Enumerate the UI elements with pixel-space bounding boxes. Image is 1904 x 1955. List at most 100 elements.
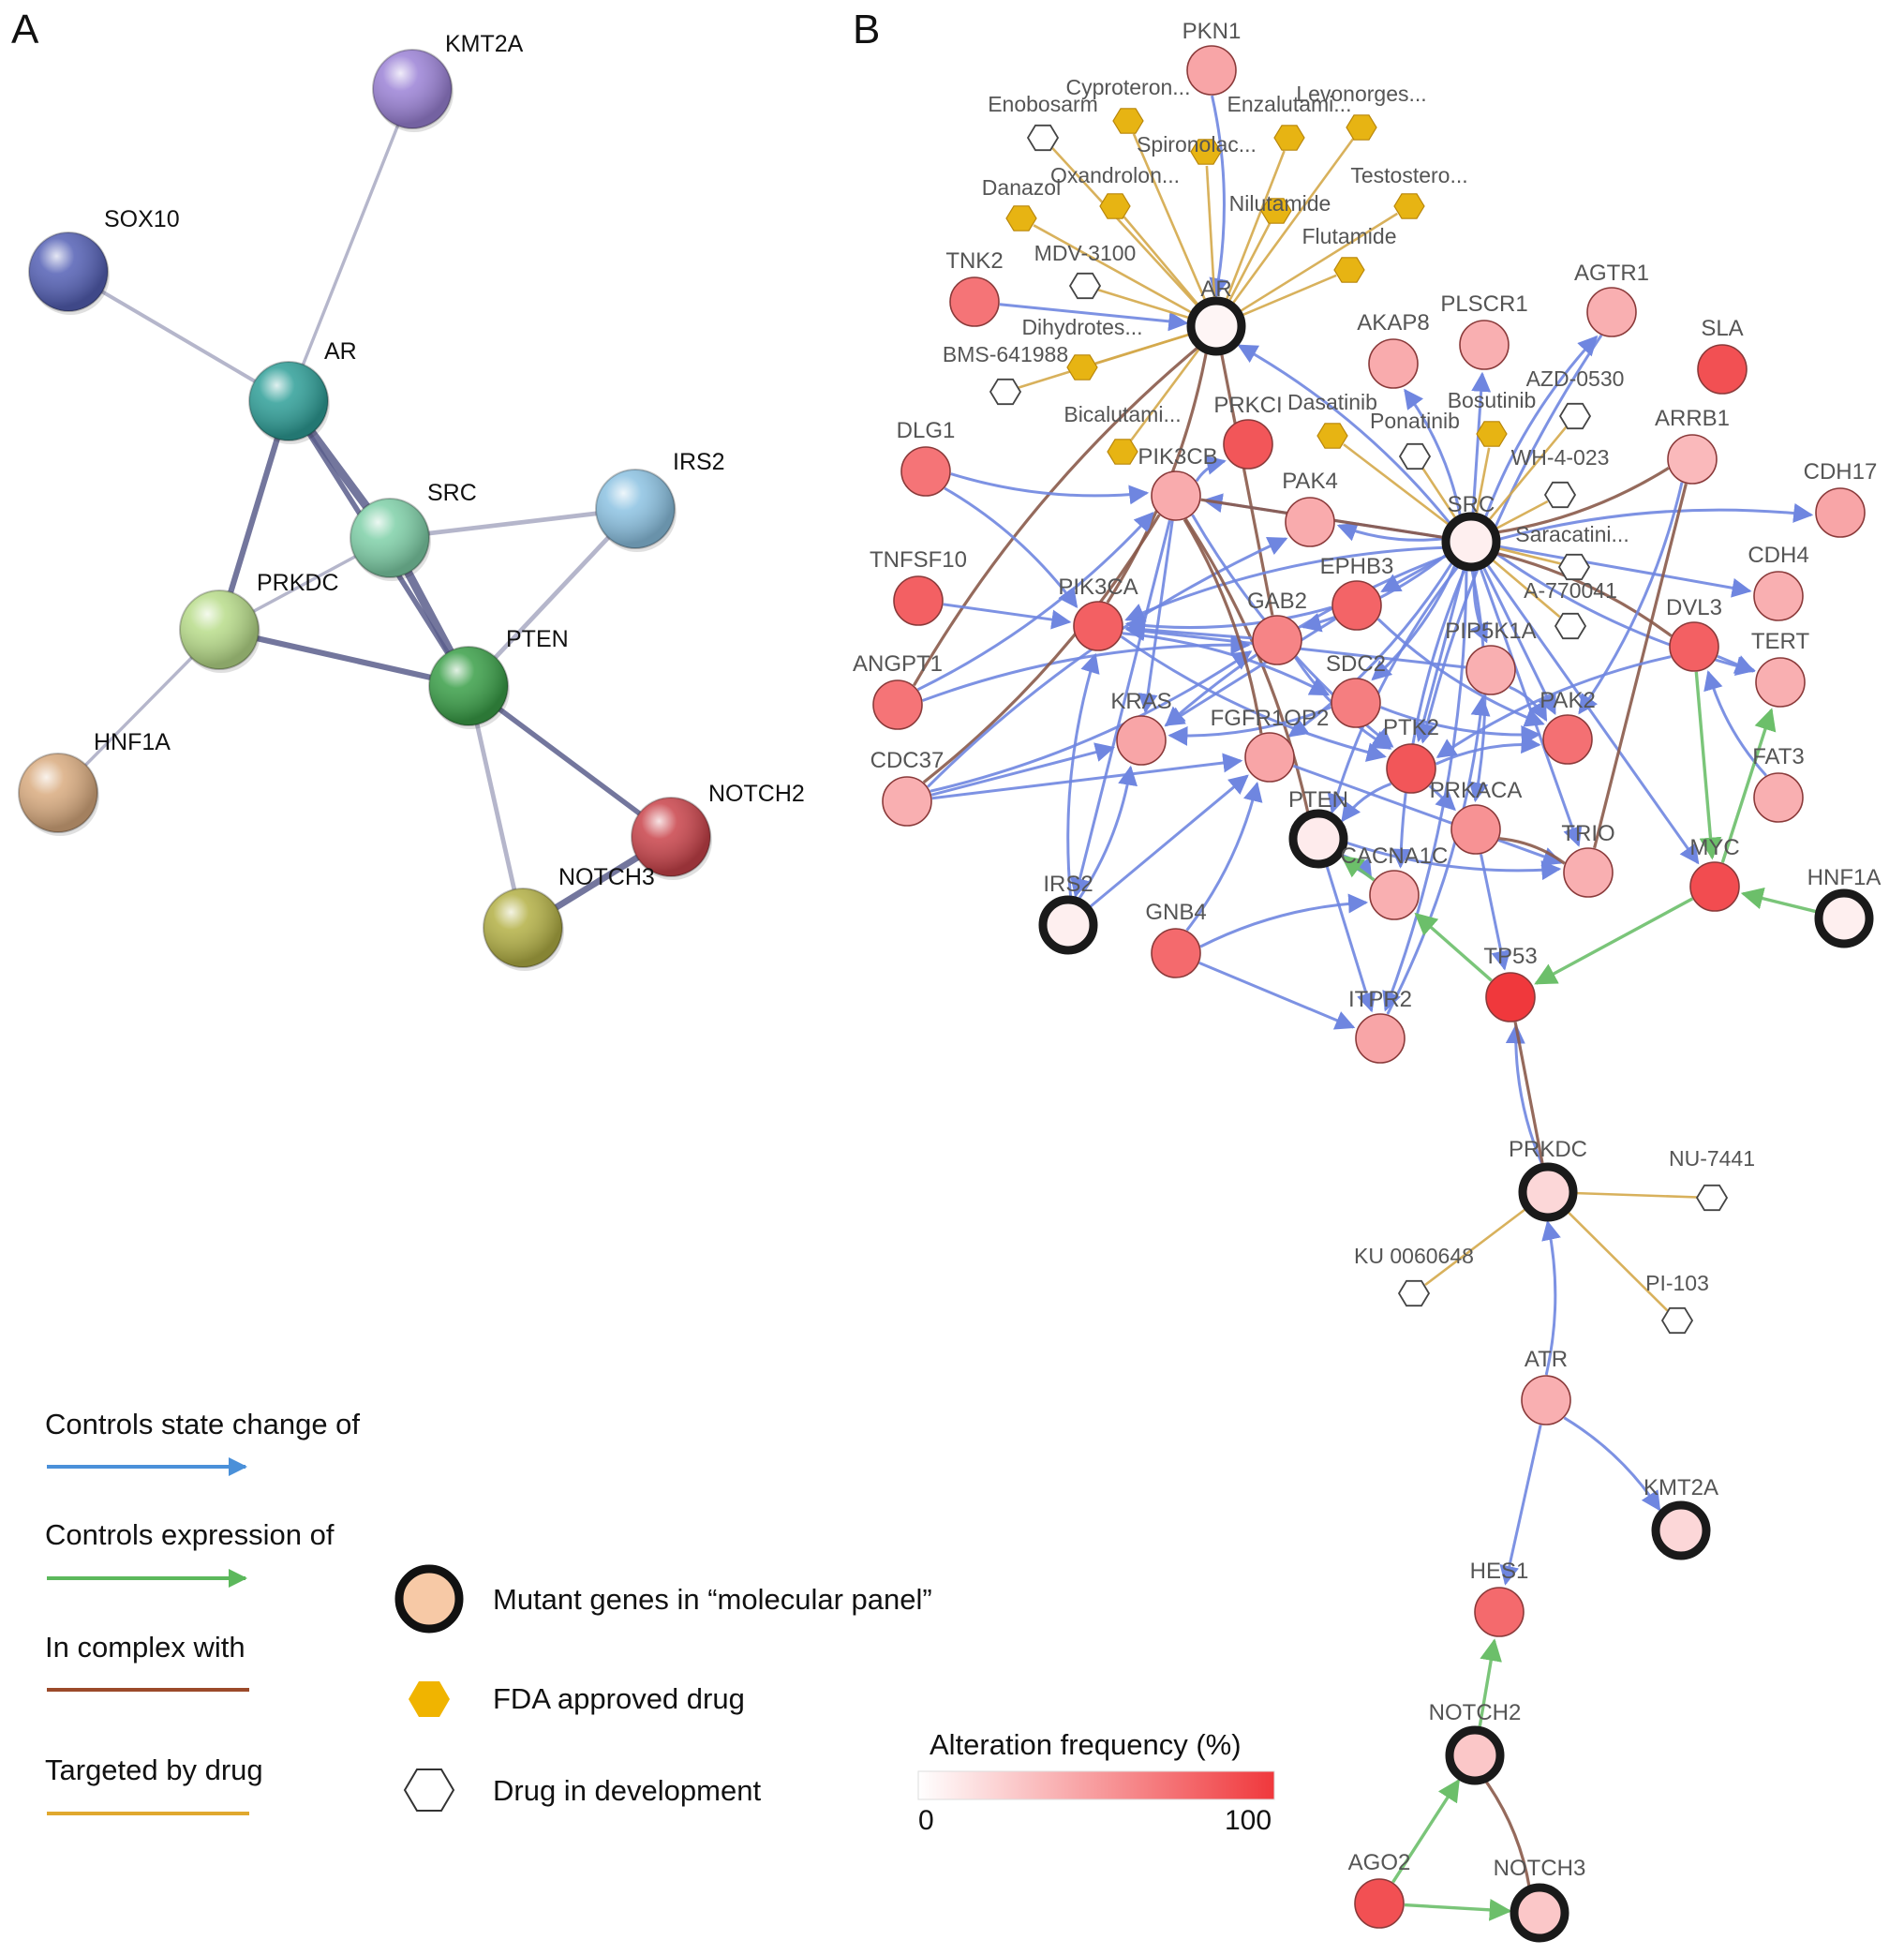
fda-drug-nilutamide[interactable]: [1260, 198, 1292, 224]
dev-drug-saracatini[interactable]: [1557, 553, 1591, 581]
gene-node-gab2[interactable]: [1252, 615, 1302, 665]
gene-node-cdh17[interactable]: [1815, 487, 1866, 538]
dev-drug-mdv3100[interactable]: [1068, 272, 1102, 300]
dev-drug-nu7441[interactable]: [1695, 1184, 1729, 1212]
gene-label-sdc2: SDC2: [1326, 651, 1386, 677]
edge-drug-src-saracatini: [1495, 546, 1561, 565]
dev-drug-a770041[interactable]: [1554, 612, 1587, 640]
gene-node-cdh4[interactable]: [1753, 571, 1804, 621]
fda-drug-dihydrotes[interactable]: [1066, 354, 1098, 381]
gene-node-pip5k1a[interactable]: [1465, 645, 1516, 695]
gene-node-akap8[interactable]: [1368, 338, 1419, 389]
fda-drug-flutamide[interactable]: [1333, 257, 1365, 283]
dev-drug-ponatinib[interactable]: [1398, 442, 1432, 470]
mutant-gene-node-pten[interactable]: [1288, 809, 1348, 869]
gene-node-atr[interactable]: [1521, 1375, 1571, 1425]
gene-label-tnk2: TNK2: [945, 248, 1003, 274]
fda-drug-levonorges[interactable]: [1346, 114, 1377, 141]
edge-state-change-pip5k1a-pak2: [1509, 685, 1548, 723]
mutant-gene-node-notch3[interactable]: [1510, 1883, 1569, 1943]
gene-node-kras[interactable]: [1116, 715, 1167, 766]
edge-state-change-src-cdh17: [1496, 502, 1814, 542]
dev-drug-bms641988[interactable]: [989, 378, 1022, 406]
mutant-gene-node-src[interactable]: [1441, 512, 1501, 572]
gene-node-cacna1c[interactable]: [1369, 870, 1420, 920]
mutant-gene-node-ar[interactable]: [1186, 296, 1246, 356]
drug-label-dasatinib: Dasatinib: [1287, 390, 1377, 414]
drug-label-azd0530: AZD-0530: [1526, 366, 1625, 391]
string-node-label-ar: AR: [324, 338, 357, 365]
mutant-gene-node-prkdc[interactable]: [1518, 1162, 1578, 1222]
edge-drug-ar-flutamide: [1240, 274, 1337, 318]
gene-node-tert[interactable]: [1755, 657, 1806, 708]
edge-state-change-itpr2-pip5k1a: [1386, 695, 1491, 1015]
gene-node-fgfr1op2[interactable]: [1244, 732, 1295, 783]
gene-node-pik3cb[interactable]: [1151, 470, 1201, 521]
gene-node-tnk2[interactable]: [949, 276, 1000, 327]
mutant-gene-node-notch2[interactable]: [1445, 1725, 1505, 1785]
gene-node-hes1[interactable]: [1474, 1587, 1525, 1637]
mutant-gene-node-kmt2a[interactable]: [1651, 1500, 1711, 1560]
panel-b-labels: EnobosarmCyproteron...Enzalutami...Levon…: [853, 19, 1881, 1881]
gene-node-sla[interactable]: [1697, 344, 1748, 395]
fda-drug-testostero[interactable]: [1393, 193, 1425, 219]
dev-drug-azd0530[interactable]: [1558, 402, 1592, 430]
edge-state-change-prkaca-tp53: [1480, 854, 1511, 971]
gene-node-tnfsf10[interactable]: [893, 575, 944, 626]
gene-node-pak4[interactable]: [1285, 497, 1335, 547]
dev-drug-pi103[interactable]: [1660, 1306, 1694, 1335]
gene-node-dlg1[interactable]: [900, 446, 951, 497]
gene-node-angpt1[interactable]: [872, 679, 923, 730]
fda-drug-danazol[interactable]: [1005, 205, 1037, 231]
gene-node-pak2[interactable]: [1542, 714, 1593, 765]
mutant-gene-node-hnf1a[interactable]: [1814, 888, 1874, 948]
gene-node-dvl3[interactable]: [1669, 621, 1719, 672]
string-node-gloss-pten: [429, 647, 508, 725]
drug-label-dihydrotes: Dihydrotes...: [1021, 315, 1142, 339]
panel-a-letter: A: [11, 7, 39, 52]
dev-drug-enobosarm[interactable]: [1026, 124, 1060, 152]
gene-node-agtr1[interactable]: [1586, 287, 1637, 337]
edge-state-change-pten-trio: [1344, 841, 1562, 881]
gene-node-ago2[interactable]: [1354, 1878, 1405, 1929]
string-node-label-prkdc: PRKDC: [257, 570, 339, 596]
edge-state-change-src-pak4: [1336, 522, 1446, 542]
edge-drug-ar-enobosarm: [1051, 147, 1199, 308]
gene-label-prkci: PRKCI: [1213, 393, 1282, 418]
edge-state-change-irs2-pik3ca: [1066, 652, 1100, 900]
drug-label-mdv3100: MDV-3100: [1034, 241, 1137, 265]
drug-label-ponatinib: Ponatinib: [1370, 409, 1460, 433]
fda-drug-bosutinib[interactable]: [1476, 421, 1508, 447]
dev-drug-ku0060648[interactable]: [1397, 1279, 1431, 1307]
gene-node-ephb3[interactable]: [1331, 580, 1382, 631]
gene-node-gnb4[interactable]: [1151, 928, 1201, 978]
fda-drug-dasatinib[interactable]: [1316, 423, 1348, 449]
drug-label-pi103: PI-103: [1645, 1271, 1709, 1295]
gene-node-plscr1[interactable]: [1459, 320, 1510, 370]
fda-drug-cyproteron[interactable]: [1112, 108, 1144, 134]
dev-drug-wh4023[interactable]: [1543, 481, 1577, 509]
gene-node-pik3ca[interactable]: [1073, 601, 1123, 651]
gene-node-ptk2[interactable]: [1386, 743, 1436, 794]
gene-label-irs2: IRS2: [1043, 872, 1093, 897]
mutant-gene-node-irs2[interactable]: [1038, 895, 1098, 955]
gene-node-prkaca[interactable]: [1450, 804, 1501, 855]
gene-node-itpr2[interactable]: [1355, 1013, 1406, 1064]
fda-drug-oxandrolon[interactable]: [1099, 193, 1131, 219]
gene-node-trio[interactable]: [1563, 847, 1614, 898]
gene-label-kmt2a: KMT2A: [1644, 1475, 1718, 1500]
fda-drug-spironolac[interactable]: [1190, 139, 1222, 165]
gene-node-sdc2[interactable]: [1331, 678, 1381, 728]
gene-node-tp53[interactable]: [1485, 972, 1536, 1022]
gene-node-prkci[interactable]: [1223, 419, 1273, 470]
edge-state-change-ephb3-kras: [1164, 618, 1336, 726]
fda-drug-enzalutami[interactable]: [1273, 125, 1305, 151]
gene-node-myc[interactable]: [1689, 861, 1740, 912]
edge-drug-ar-oxandrolon: [1123, 216, 1200, 307]
gene-node-arrb1[interactable]: [1667, 434, 1718, 485]
fda-drug-bicalutami[interactable]: [1107, 439, 1138, 465]
gene-node-pkn1[interactable]: [1186, 45, 1237, 96]
gene-node-cdc37[interactable]: [882, 776, 932, 827]
gene-node-fat3[interactable]: [1753, 772, 1804, 823]
alteration-scale-bar: [917, 1770, 1275, 1800]
